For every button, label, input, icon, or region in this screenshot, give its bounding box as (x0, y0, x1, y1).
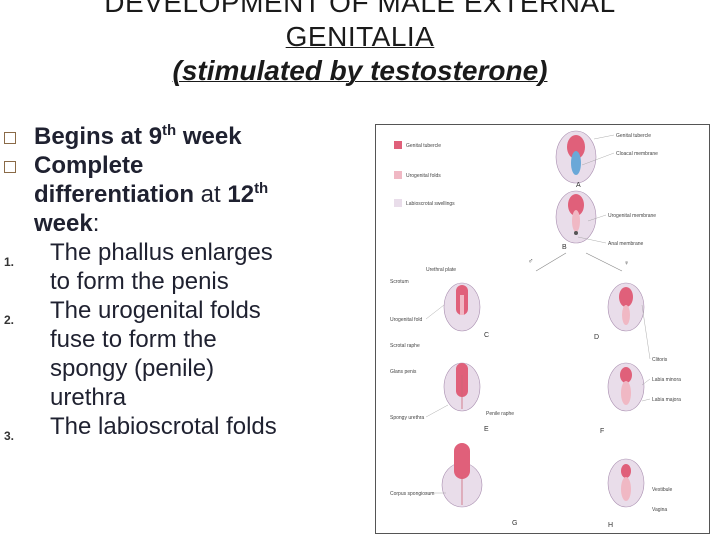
numbered-item: 2. The urogenital folds fuse to form the… (4, 297, 261, 411)
legend-label: Urogenital folds (406, 173, 441, 179)
annotation-label: Genital tubercle (616, 133, 651, 139)
annotation-label: Spongy urethra (390, 415, 424, 421)
bullet-item: Begins at 9th week (0, 122, 365, 151)
stage-letter: C (484, 332, 489, 339)
legend-label: Genital tubercle (406, 143, 441, 149)
legend-swatch-urogenital-folds (394, 171, 402, 179)
annotation-label: Urogenital fold (390, 317, 422, 323)
figure-drawing: Genital tubercle Urogenital folds Labios… (390, 130, 681, 529)
stage-g-illustration (441, 443, 483, 508)
title-line-3: (stimulated by testosterone) (172, 55, 548, 86)
stage-h-illustration (607, 458, 645, 508)
annotation-label: Urethral plate (426, 267, 456, 273)
annotation-label: Anal membrane (608, 241, 644, 247)
bullet-list: Begins at 9th week Complete differentiat… (0, 122, 365, 443)
stage-letter: H (608, 522, 613, 529)
stage-letter: B (562, 244, 567, 251)
stage-f-illustration (607, 362, 645, 412)
annotation-label: Vagina (652, 507, 667, 513)
title-line-1: DEVELOPMENT OF MALE EXTERNAL (104, 0, 616, 18)
item-number: 1. (4, 255, 15, 269)
legend-label: Labioscrotal swellings (406, 201, 455, 207)
slide-title: DEVELOPMENT OF MALE EXTERNAL GENITALIA (… (0, 0, 720, 88)
stage-a-illustration (555, 130, 597, 184)
bullet-item: Complete differentiation at 12th week: (0, 151, 365, 238)
leader-lines (425, 134, 651, 494)
square-bullet-icon (4, 151, 34, 180)
annotation-label: Urogenital membrane (608, 213, 656, 219)
title-line-2: GENITALIA (285, 21, 435, 52)
legend-swatch-genital-tubercle (394, 141, 402, 149)
stage-letter: E (484, 426, 489, 433)
annotation-label: Glans penis (390, 369, 417, 375)
numbered-item: 3. The labioscrotal folds (0, 412, 365, 443)
stage-b-illustration (555, 190, 597, 244)
annotation-label: Labia minora (652, 377, 681, 383)
stage-d-illustration (607, 282, 645, 332)
annotation-label: Scrotal raphe (390, 343, 420, 349)
square-bullet-icon (4, 122, 34, 151)
annotation-label: Labia majora (652, 397, 681, 403)
annotation-label: Cloacal membrane (616, 151, 658, 157)
genitalia-development-figure: Genital tubercle Urogenital folds Labios… (375, 124, 710, 534)
stage-c-illustration (443, 282, 481, 332)
annotation-label: Corpus spongiosum (390, 491, 434, 497)
female-symbol-icon: ♀ (624, 260, 629, 267)
stage-e-illustration (443, 362, 481, 412)
male-symbol-icon: ♂ (528, 258, 533, 265)
numbered-item: 1. The phallus enlarges to form the peni… (4, 239, 273, 295)
stage-letter: F (600, 428, 604, 435)
stage-letter: G (512, 520, 517, 527)
stage-letter: D (594, 334, 599, 341)
annotation-label: Vestibule (652, 487, 673, 493)
annotation-label: Scrotum (390, 279, 409, 285)
stage-letter: A (576, 182, 581, 189)
legend-swatch-labioscrotal (394, 199, 402, 207)
annotation-label: Penile raphe (486, 411, 514, 417)
annotation-label: Clitoris (652, 357, 668, 363)
item-number: 2. (4, 313, 15, 327)
item-number: 3. (4, 429, 15, 443)
